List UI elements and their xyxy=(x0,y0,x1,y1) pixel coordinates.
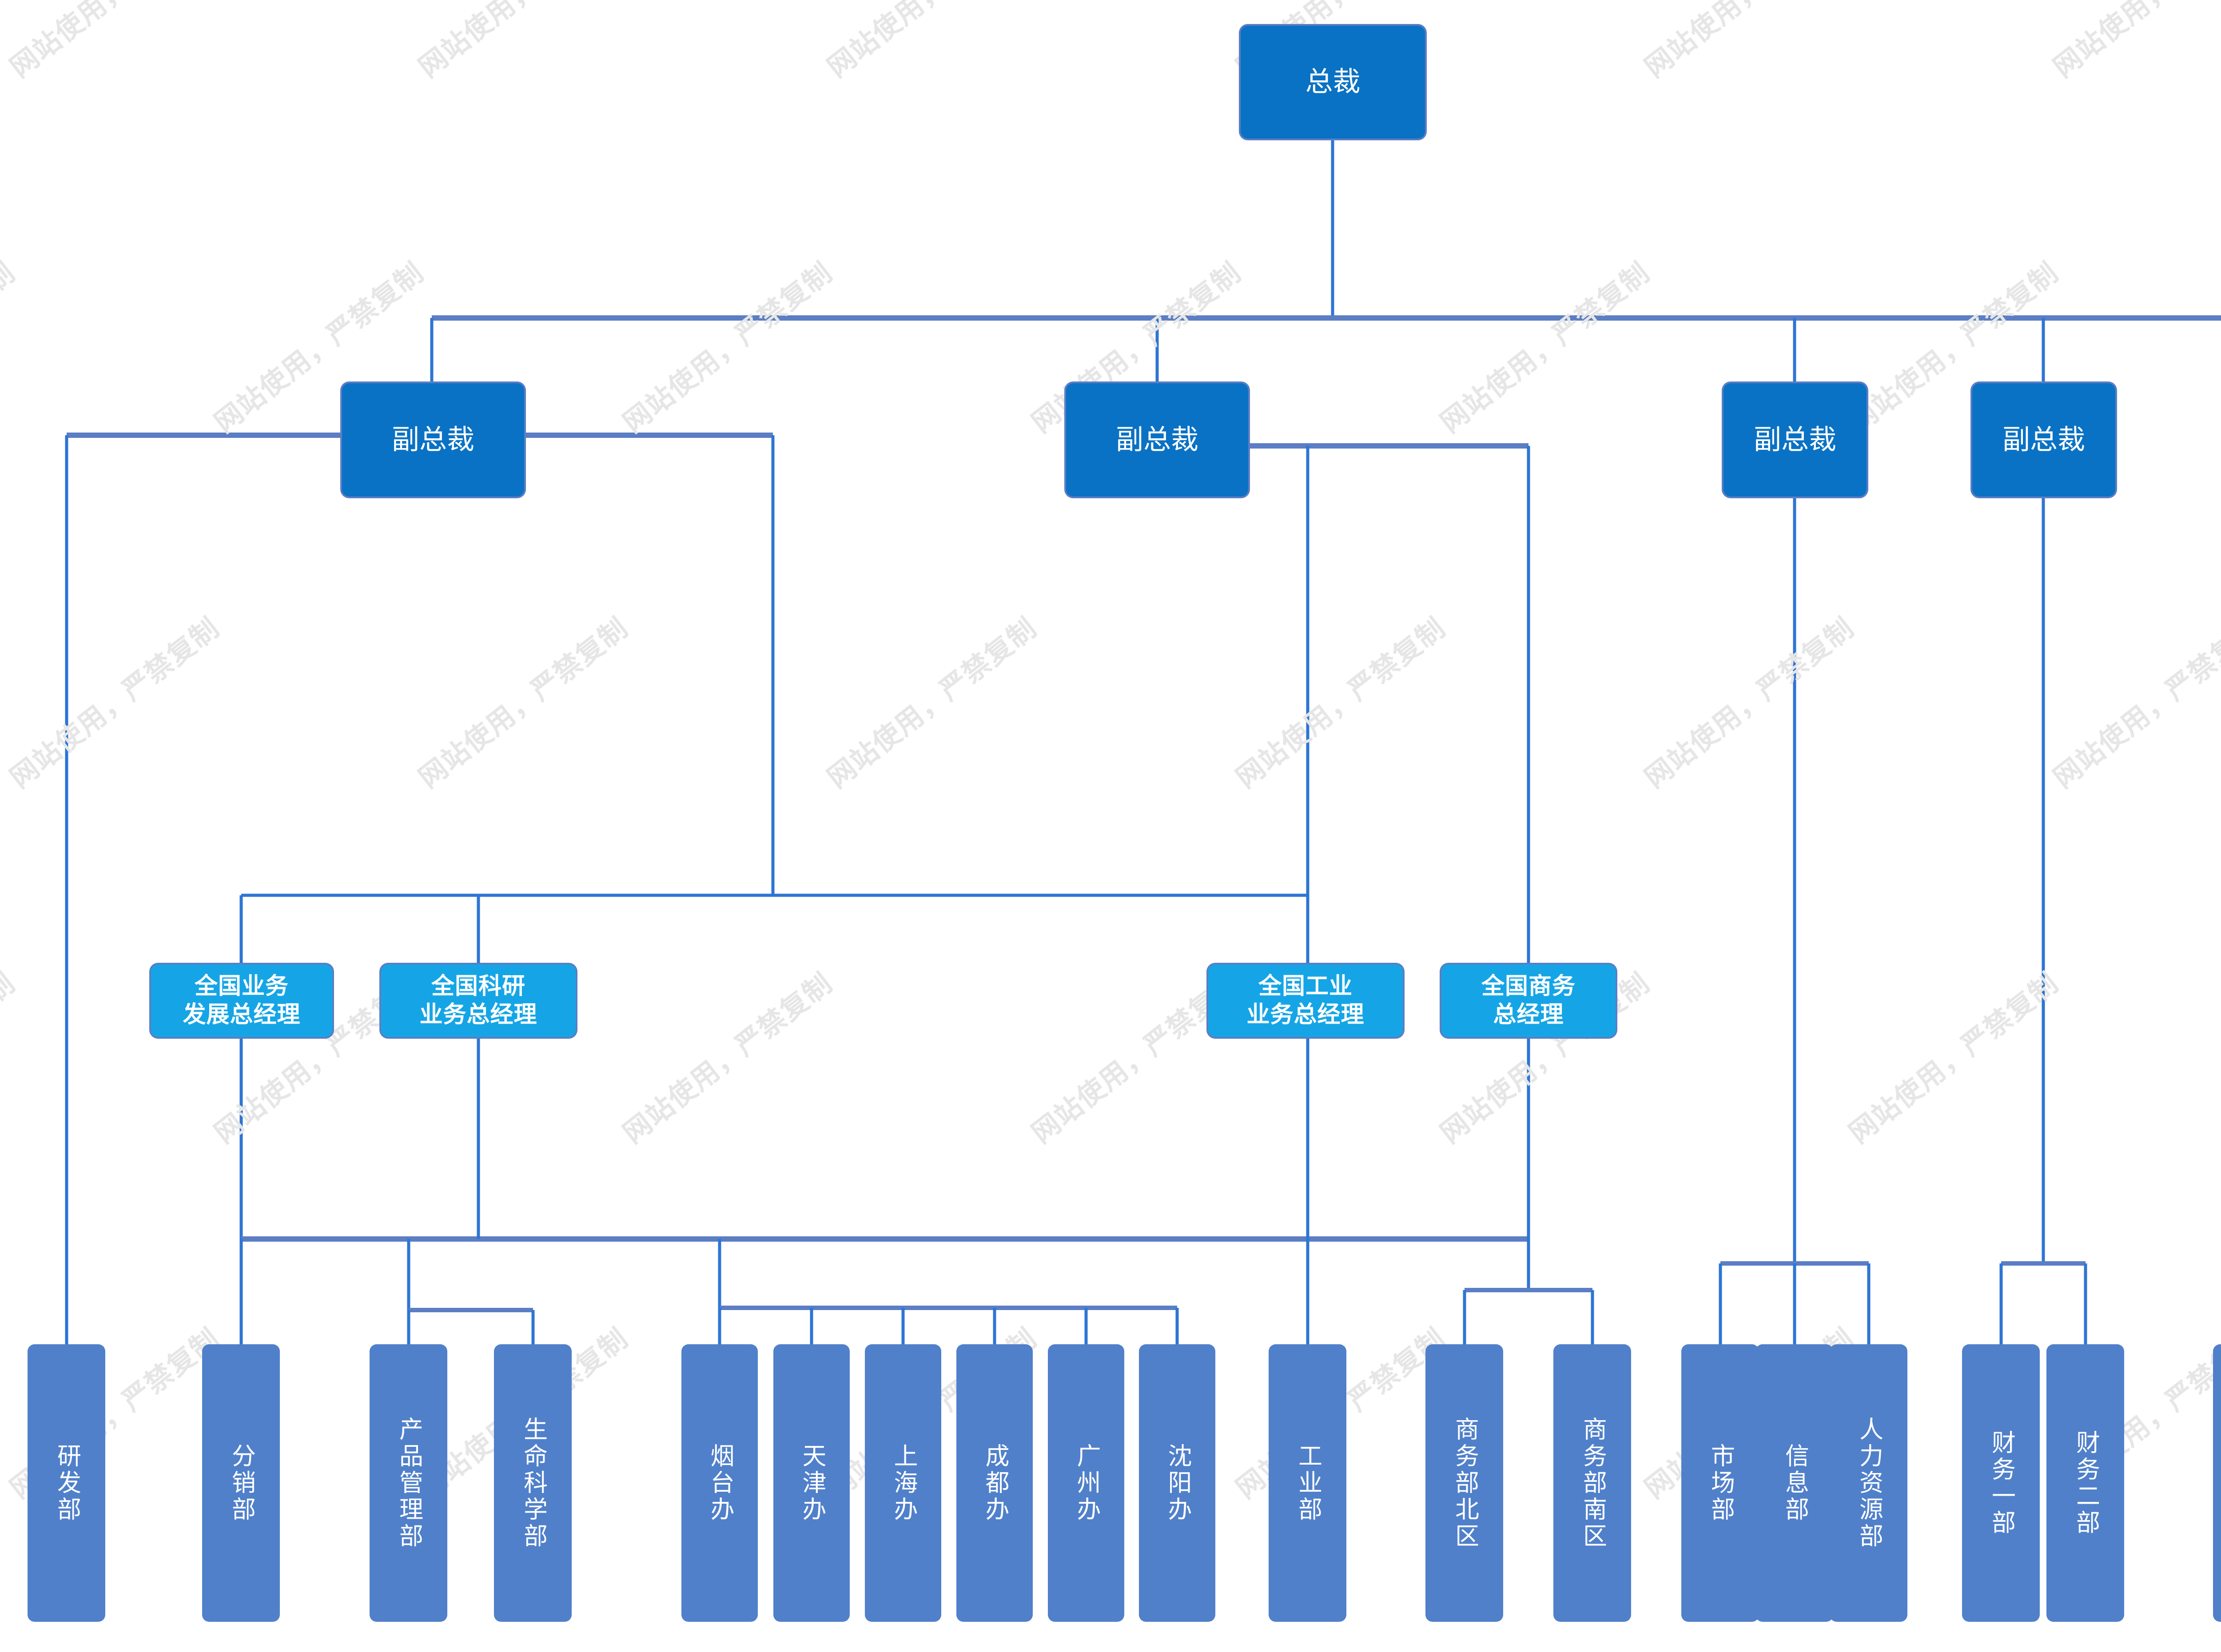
node-label: 全国业务 发展总经理 xyxy=(183,973,301,1028)
node-label: 生命科学部 xyxy=(520,1416,547,1550)
node-label: 研发部 xyxy=(53,1443,80,1523)
node-vice-president-1[interactable]: 副总裁 xyxy=(342,383,524,496)
node-label: 副总裁 xyxy=(2002,424,2085,455)
node-office-yantai[interactable]: 烟台办 xyxy=(681,1344,758,1622)
node-dept-human-resources[interactable]: 人力资源部 xyxy=(1830,1344,1907,1622)
node-label: 产品管理部 xyxy=(395,1416,422,1550)
node-label: 全国科研 业务总经理 xyxy=(419,973,537,1028)
node-president[interactable]: 总裁 xyxy=(1241,26,1425,139)
node-office-shanghai[interactable]: 上海办 xyxy=(865,1344,941,1622)
node-vice-president-4[interactable]: 副总裁 xyxy=(1972,383,2115,496)
node-dept-office[interactable]: 办公室 xyxy=(2213,1344,2221,1622)
node-gm-research[interactable]: 全国科研 业务总经理 xyxy=(381,965,576,1037)
node-office-chengdu[interactable]: 成都办 xyxy=(956,1344,1033,1622)
node-label: 成都办 xyxy=(981,1443,1008,1523)
node-dept-commerce-south[interactable]: 商务部南区 xyxy=(1553,1344,1631,1622)
node-label: 副总裁 xyxy=(1115,424,1198,455)
node-label: 副总裁 xyxy=(1753,424,1836,455)
node-office-shenyang[interactable]: 沈阳办 xyxy=(1139,1344,1215,1622)
node-label: 沈阳办 xyxy=(1164,1443,1191,1523)
node-label: 天津办 xyxy=(798,1443,825,1523)
node-dept-commerce-north[interactable]: 商务部北区 xyxy=(1425,1344,1503,1622)
node-label: 商务部南区 xyxy=(1579,1416,1606,1550)
node-label: 财务一部 xyxy=(1988,1430,2015,1537)
node-gm-commerce[interactable]: 全国商务 总经理 xyxy=(1441,965,1616,1037)
node-dept-rd[interactable]: 研发部 xyxy=(28,1344,105,1622)
node-label: 副总裁 xyxy=(391,424,474,455)
node-gm-business-development[interactable]: 全国业务 发展总经理 xyxy=(151,965,332,1037)
node-label: 烟台办 xyxy=(706,1443,733,1523)
node-label: 市场部 xyxy=(1707,1443,1734,1523)
node-dept-distribution[interactable]: 分销部 xyxy=(202,1344,280,1622)
node-label: 财务二部 xyxy=(2072,1430,2099,1537)
node-office-tianjin[interactable]: 天津办 xyxy=(773,1344,850,1622)
node-dept-market[interactable]: 市场部 xyxy=(1681,1344,1759,1622)
node-label: 全国商务 总经理 xyxy=(1481,973,1576,1028)
node-label: 广州办 xyxy=(1073,1443,1100,1523)
node-dept-information[interactable]: 信息部 xyxy=(1755,1344,1833,1622)
node-dept-product-management[interactable]: 产品管理部 xyxy=(370,1344,447,1622)
node-vice-president-2[interactable]: 副总裁 xyxy=(1066,383,1248,496)
node-dept-life-science[interactable]: 生命科学部 xyxy=(494,1344,572,1622)
node-label: 全国工业 业务总经理 xyxy=(1246,973,1365,1028)
node-dept-finance-2[interactable]: 财务二部 xyxy=(2046,1344,2124,1622)
node-vice-president-3[interactable]: 副总裁 xyxy=(1723,383,1867,496)
node-office-guangzhou[interactable]: 广州办 xyxy=(1048,1344,1124,1622)
node-label: 分销部 xyxy=(228,1443,255,1523)
node-label: 商务部北区 xyxy=(1451,1416,1478,1550)
node-label: 人力资源部 xyxy=(1855,1416,1883,1550)
node-dept-finance-1[interactable]: 财务一部 xyxy=(1962,1344,2040,1622)
node-gm-industrial[interactable]: 全国工业 业务总经理 xyxy=(1208,965,1403,1037)
node-label: 上海办 xyxy=(890,1443,917,1523)
node-label: 总裁 xyxy=(1305,67,1361,98)
node-dept-industrial[interactable]: 工业部 xyxy=(1269,1344,1346,1622)
node-label: 工业部 xyxy=(1294,1443,1321,1523)
node-label: 信息部 xyxy=(1781,1443,1808,1523)
